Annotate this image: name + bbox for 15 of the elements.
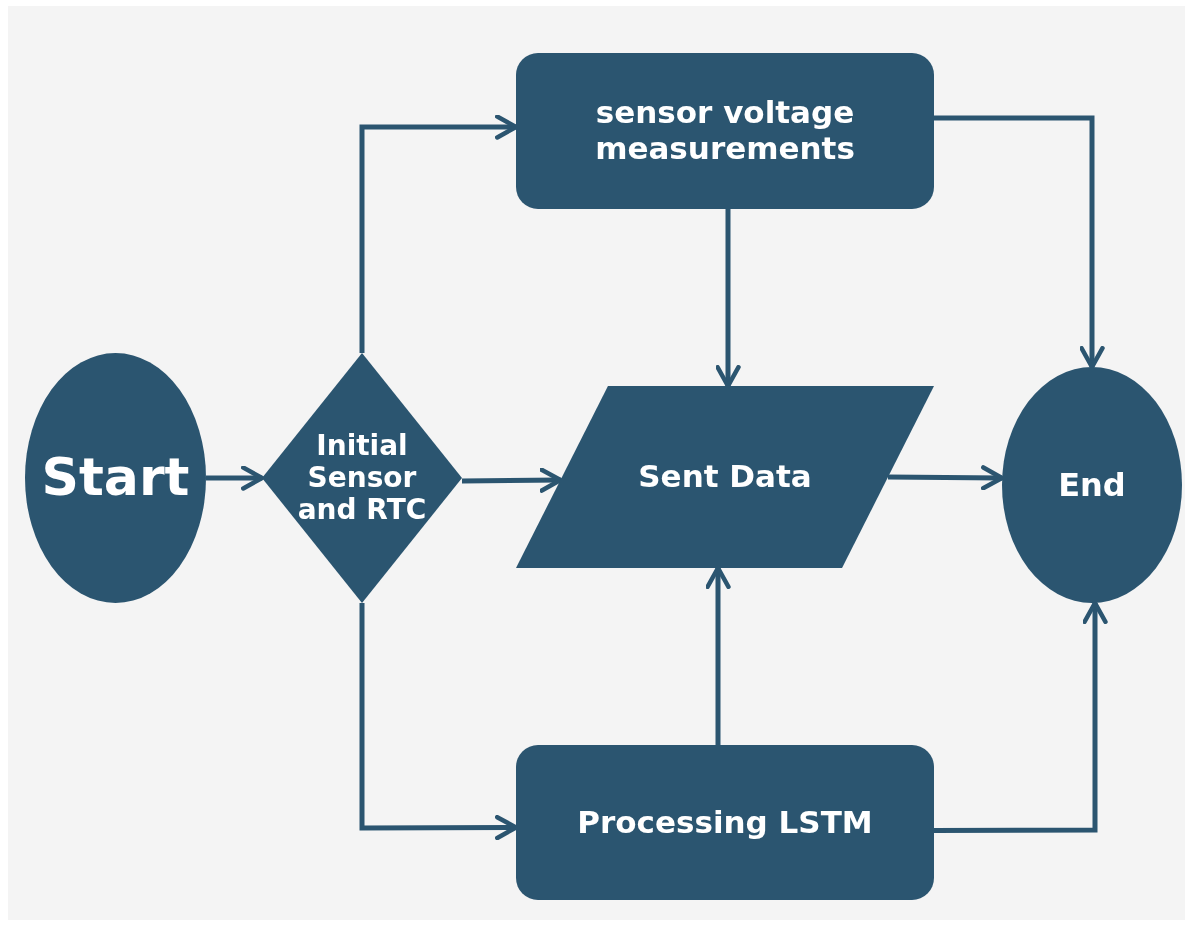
arrow xyxy=(206,465,265,491)
arrow xyxy=(715,209,741,389)
process-box xyxy=(516,745,934,900)
node-label: Initial Sensor and RTC xyxy=(296,429,428,527)
process-box xyxy=(516,53,934,209)
decision-diamond xyxy=(262,353,462,603)
arrow xyxy=(461,467,563,493)
node-label: sensor voltage measurements xyxy=(594,95,856,167)
node-label: End xyxy=(1057,466,1127,504)
node-label: Processing LSTM xyxy=(576,804,874,841)
node-label: Start xyxy=(40,448,191,508)
node-label: Sent Data xyxy=(637,459,813,495)
data-parallelogram xyxy=(516,386,934,568)
arrow xyxy=(934,115,1105,370)
arrow xyxy=(934,600,1108,833)
